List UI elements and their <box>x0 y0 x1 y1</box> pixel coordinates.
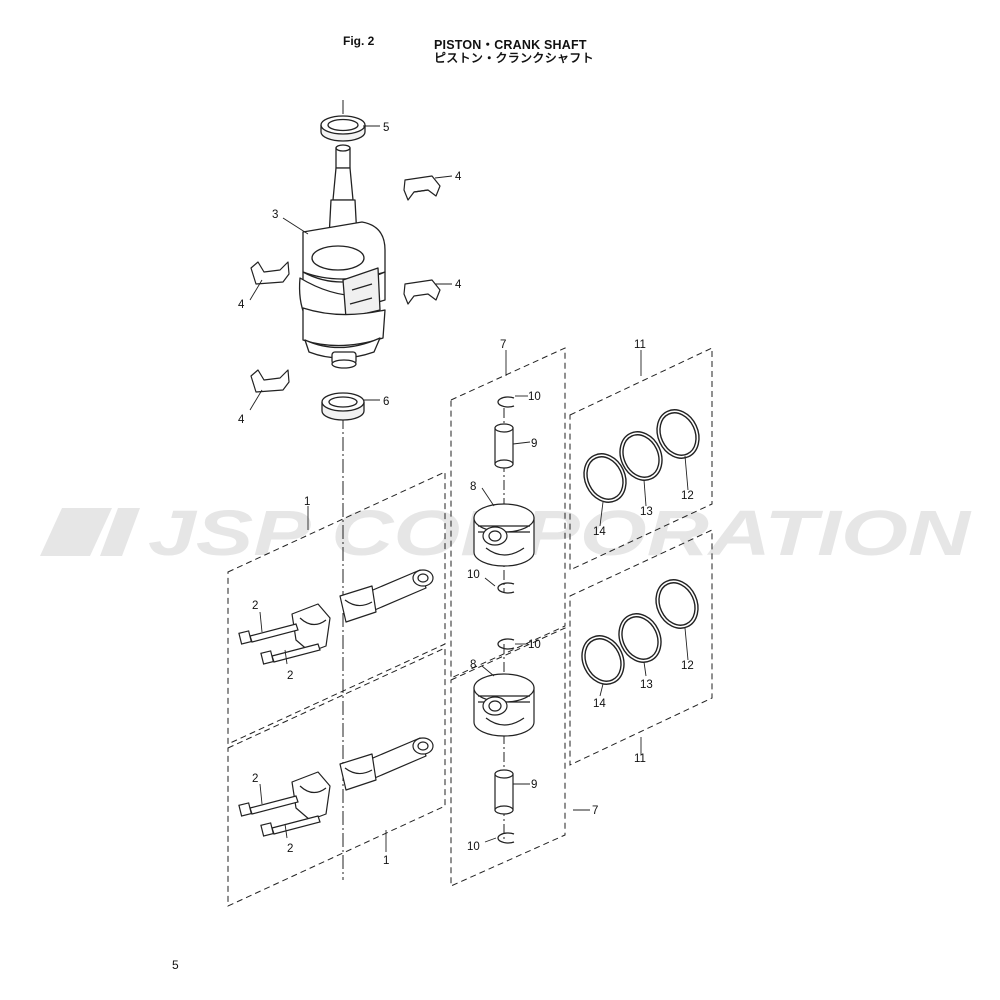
callout-second-ring: 13 <box>640 506 653 518</box>
callout-leader-lines <box>249 125 689 852</box>
callout-main-bearing: 4 <box>455 171 462 183</box>
circlip-icon <box>497 396 515 408</box>
circlip-icons <box>497 396 515 844</box>
callout-crankshaft: 3 <box>272 209 278 221</box>
bolt-icon <box>260 643 321 665</box>
piston-upper-icon <box>473 503 535 567</box>
callout-oil-ring: 14 <box>593 526 606 538</box>
callout-piston-ring-set: 11 <box>634 339 646 351</box>
conrod-bolt-icons <box>238 623 321 837</box>
circlip-icon <box>497 582 515 594</box>
callout-circlip: 10 <box>528 391 541 403</box>
piston-ring-icon <box>655 579 699 629</box>
piston-ring-icon <box>656 409 700 459</box>
callout-piston: 8 <box>470 481 476 493</box>
piston-ring-set-box-upper <box>569 347 713 571</box>
conrod-assembly-box-lower <box>227 647 446 907</box>
callout-oil-seal-upper: 5 <box>383 122 389 134</box>
callout-numbers: 5 4 4 3 4 4 6 1 2 2 2 2 1 7 7 10 9 8 10 … <box>238 122 694 867</box>
callout-main-bearing: 4 <box>238 414 245 426</box>
piston-ring-icon <box>619 431 663 481</box>
callout-piston-ring-set: 11 <box>634 753 646 765</box>
callout-circlip: 10 <box>467 569 480 581</box>
conrod-assembly-box-upper <box>227 471 446 745</box>
callout-circlip: 10 <box>528 639 541 651</box>
callout-conrod-bolt: 2 <box>252 773 258 785</box>
piston-assembly-box-upper <box>450 347 566 679</box>
main-bearing-icon <box>403 279 441 305</box>
callout-piston-pin: 9 <box>531 438 537 450</box>
circlip-icon <box>497 832 515 844</box>
watermark: JSP CORPORATION <box>40 497 972 569</box>
piston-ring-icons <box>581 409 700 685</box>
callout-main-bearing: 4 <box>455 279 462 291</box>
callout-oil-ring: 14 <box>593 698 606 710</box>
watermark-text: JSP CORPORATION <box>148 497 972 569</box>
callout-top-ring: 12 <box>681 490 694 502</box>
diagram-title-english: PISTON・CRANK SHAFT <box>434 38 587 52</box>
piston-pin-icons <box>494 423 514 815</box>
page-number: 5 <box>172 958 179 972</box>
piston-pin-icon <box>494 769 514 815</box>
oil-seal-lower-icon <box>321 392 365 421</box>
callout-main-bearing: 4 <box>238 299 245 311</box>
main-bearing-icons <box>250 175 441 393</box>
callout-top-ring: 12 <box>681 660 694 672</box>
callout-piston-pin: 9 <box>531 779 537 791</box>
connecting-rod-lower-icon <box>291 737 434 821</box>
callout-second-ring: 13 <box>640 679 653 691</box>
piston-pin-icon <box>494 423 514 469</box>
callout-piston: 8 <box>470 659 476 671</box>
callout-circlip: 10 <box>467 841 480 853</box>
callout-conrod-bolt: 2 <box>252 600 258 612</box>
diagram-title-japanese: ピストン・クランクシャフト <box>434 51 594 65</box>
callout-conrod-bolt: 2 <box>287 843 293 855</box>
oil-seal-upper-icon <box>320 115 366 142</box>
callout-oil-seal-lower: 6 <box>383 396 389 408</box>
piston-lower-icon <box>473 673 535 737</box>
callout-piston-assembly: 7 <box>592 805 598 817</box>
callout-conrod-bolt: 2 <box>287 670 293 682</box>
callout-piston-assembly: 7 <box>500 339 506 351</box>
callout-conrod-assembly: 1 <box>383 855 389 867</box>
connecting-rod-upper-icon <box>291 569 434 653</box>
assembly-boxes <box>227 347 713 907</box>
piston-ring-icon <box>581 635 625 685</box>
bolt-icon <box>238 623 299 645</box>
bolt-icon <box>238 795 299 817</box>
main-bearing-icon <box>250 369 290 393</box>
watermark-logo-icon <box>40 508 140 556</box>
crankshaft-icon <box>298 144 386 369</box>
callout-conrod-assembly: 1 <box>304 496 310 508</box>
piston-ring-icon <box>618 613 662 663</box>
bolt-icon <box>260 815 321 837</box>
figure-label: Fig. 2 <box>343 34 375 48</box>
main-bearing-icon <box>403 175 441 201</box>
main-bearing-icon <box>250 261 290 285</box>
piston-ring-set-box-lower <box>569 529 713 766</box>
piston-assembly-box-lower <box>450 627 566 887</box>
piston-ring-icon <box>583 453 627 503</box>
circlip-icon <box>497 638 515 650</box>
